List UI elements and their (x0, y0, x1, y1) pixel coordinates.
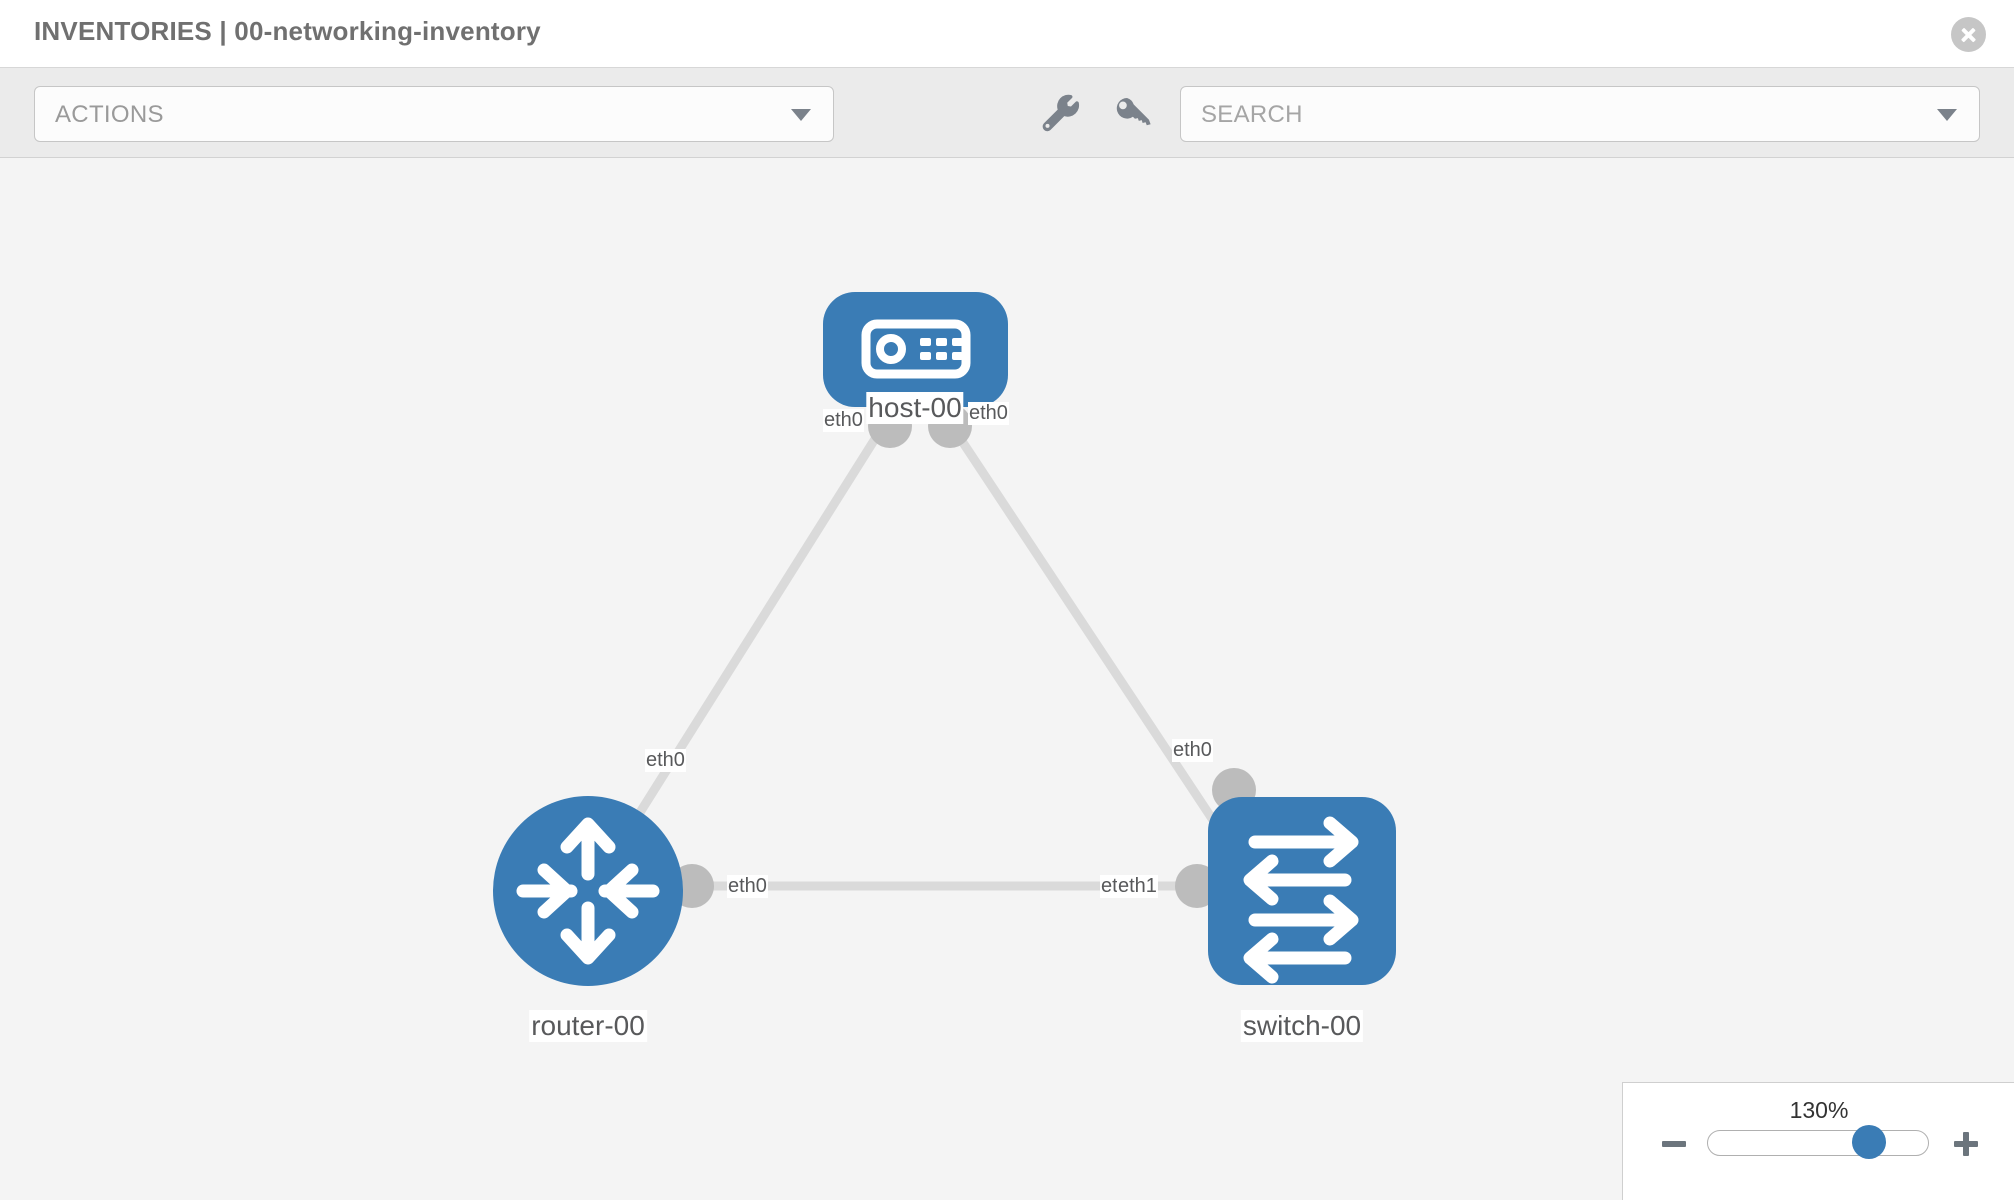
chevron-down-icon[interactable] (1937, 109, 1957, 121)
zoom-control-panel: 130% (1622, 1082, 2014, 1200)
edge-label-router00-uplink-eth0: eth0 (645, 749, 686, 772)
topology-graph (493, 292, 1396, 986)
router-icon (516, 817, 660, 965)
page-header: INVENTORIES | 00-networking-inventory (0, 0, 2014, 68)
search-field[interactable] (1180, 86, 1980, 143)
topology-canvas[interactable]: host-00 router-00 switch-00 eth0 eth0 et… (0, 158, 2014, 1200)
close-icon[interactable] (1951, 17, 1986, 52)
edge-label-switch00-eth1: eth1 (1117, 875, 1158, 898)
search-input[interactable] (1199, 87, 1903, 143)
zoom-slider[interactable] (1707, 1125, 1929, 1159)
node-label-switch-00: switch-00 (1240, 1010, 1364, 1042)
graph-ports (670, 404, 1256, 908)
node-label-host-00: host-00 (866, 392, 964, 424)
graph-edges (595, 418, 1255, 891)
node-switch-00 (1208, 797, 1396, 985)
actions-dropdown-label: ACTIONS (55, 101, 164, 128)
wrench-icon[interactable] (1040, 94, 1084, 138)
page-title: INVENTORIES | 00-networking-inventory (34, 16, 541, 46)
zoom-level-label: 130% (1789, 1097, 1849, 1123)
host-icon (861, 319, 971, 379)
key-icon[interactable] (1110, 94, 1154, 138)
edge-host00-switch00 (945, 418, 1255, 881)
edge-label-host00-eth0-right: eth0 (968, 402, 1009, 425)
edge-label-router00-eth0: eth0 (727, 875, 768, 898)
chevron-down-icon (791, 109, 811, 121)
zoom-slider-thumb[interactable] (1852, 1125, 1886, 1159)
plus-icon[interactable] (1951, 1129, 1981, 1159)
node-label-router-00: router-00 (529, 1010, 647, 1042)
actions-dropdown[interactable]: ACTIONS (34, 86, 834, 142)
node-host-00 (823, 292, 1008, 407)
edge-host00-router00 (595, 418, 890, 881)
minus-icon[interactable] (1659, 1129, 1689, 1159)
switch-icon (1243, 816, 1359, 984)
node-router-00 (493, 796, 683, 986)
edge-label-switch00-uplink-eth0: eth0 (1172, 739, 1213, 762)
edge-label-host00-eth0-left: eth0 (823, 409, 864, 432)
